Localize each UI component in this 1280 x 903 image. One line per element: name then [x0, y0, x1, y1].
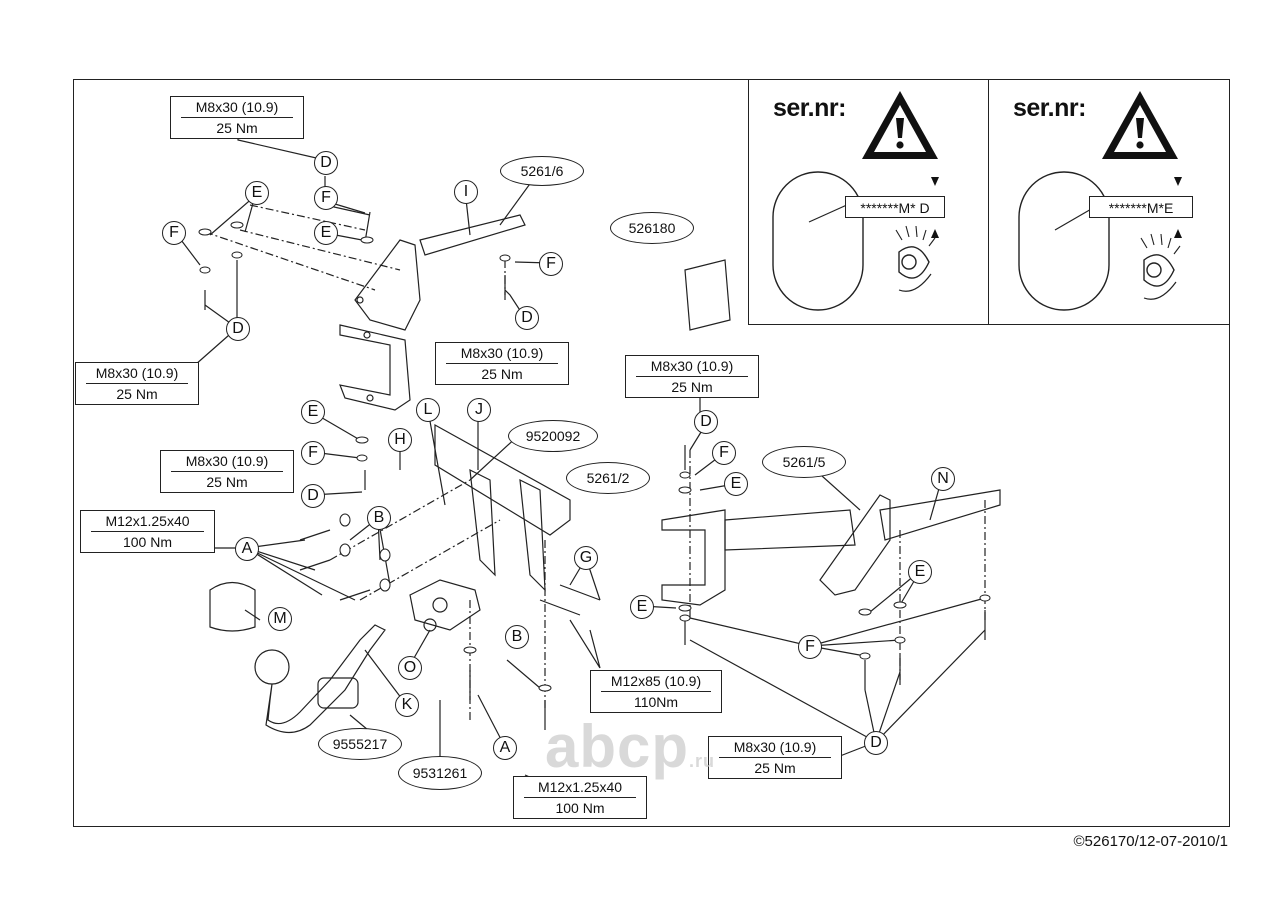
callout-d: D	[515, 306, 539, 330]
serial-label: ser.nr:	[1013, 94, 1086, 122]
warning-triangle-icon	[862, 91, 938, 159]
serial-label: ser.nr:	[773, 94, 846, 122]
copyright-text: ©526170/12-07-2010/1	[1073, 833, 1228, 850]
callout-d: D	[314, 151, 338, 175]
callout-g: G	[574, 546, 598, 570]
spec-box-center-top: M8x30 (10.9) 25 Nm	[435, 342, 569, 385]
callout-e: E	[314, 221, 338, 245]
spec-box-right-top: M8x30 (10.9) 25 Nm	[625, 355, 759, 398]
callout-f: F	[301, 441, 325, 465]
callout-l: L	[416, 398, 440, 422]
callout-d: D	[226, 317, 250, 341]
callout-d: D	[864, 731, 888, 755]
callout-a: A	[493, 736, 517, 760]
callout-e: E	[301, 400, 325, 424]
callout-j: J	[467, 398, 491, 422]
spec-box-m12x85: M12x85 (10.9) 110Nm	[590, 670, 722, 713]
serial-panel-e: ser.nr: *******M*E	[988, 79, 1230, 325]
plate-diagram-d	[772, 171, 939, 311]
callout-m: M	[268, 607, 292, 631]
callout-e: E	[245, 181, 269, 205]
spec-box-left-lower: M8x30 (10.9) 25 Nm	[160, 450, 294, 493]
spec-box-right-bottom: M8x30 (10.9) 25 Nm	[708, 736, 842, 779]
callout-o: O	[398, 656, 422, 680]
callout-i: I	[454, 180, 478, 204]
callout-e: E	[908, 560, 932, 584]
part-number-9520092: 9520092	[508, 420, 598, 452]
callout-e: E	[630, 595, 654, 619]
callout-d: D	[694, 410, 718, 434]
warning-triangle-icon	[1102, 91, 1178, 159]
callout-e: E	[724, 472, 748, 496]
callout-b: B	[367, 506, 391, 530]
callout-d: D	[301, 484, 325, 508]
serial-panel-d: ser.nr: *******M* D	[748, 79, 989, 325]
part-number-5261-2: 5261/2	[566, 462, 650, 494]
drawing-frame	[73, 79, 1230, 827]
callout-n: N	[931, 467, 955, 491]
part-number-9555217: 9555217	[318, 728, 402, 760]
serial-code-e: *******M*E	[1089, 196, 1193, 218]
callout-f: F	[798, 635, 822, 659]
spec-box-left-mid: M8x30 (10.9) 25 Nm	[75, 362, 199, 405]
spec-box-m12-bottom: M12x1.25x40 100 Nm	[513, 776, 647, 819]
callout-f: F	[539, 252, 563, 276]
part-number-5261-6: 5261/6	[500, 156, 584, 186]
plate-diagram-e	[1018, 171, 1182, 311]
spec-box-top-left: M8x30 (10.9) 25 Nm	[170, 96, 304, 139]
callout-f: F	[314, 186, 338, 210]
callout-f: F	[712, 441, 736, 465]
callout-b: B	[505, 625, 529, 649]
serial-code-d: *******M* D	[845, 196, 945, 218]
part-number-9531261: 9531261	[398, 756, 482, 790]
part-number-526180: 526180	[610, 212, 694, 244]
callout-f: F	[162, 221, 186, 245]
watermark-logo: abcp.ru	[545, 713, 716, 780]
callout-h: H	[388, 428, 412, 452]
callout-k: K	[395, 693, 419, 717]
callout-a: A	[235, 537, 259, 561]
spec-box-m12-left: M12x1.25x40 100 Nm	[80, 510, 215, 553]
part-number-5261-5: 5261/5	[762, 446, 846, 478]
